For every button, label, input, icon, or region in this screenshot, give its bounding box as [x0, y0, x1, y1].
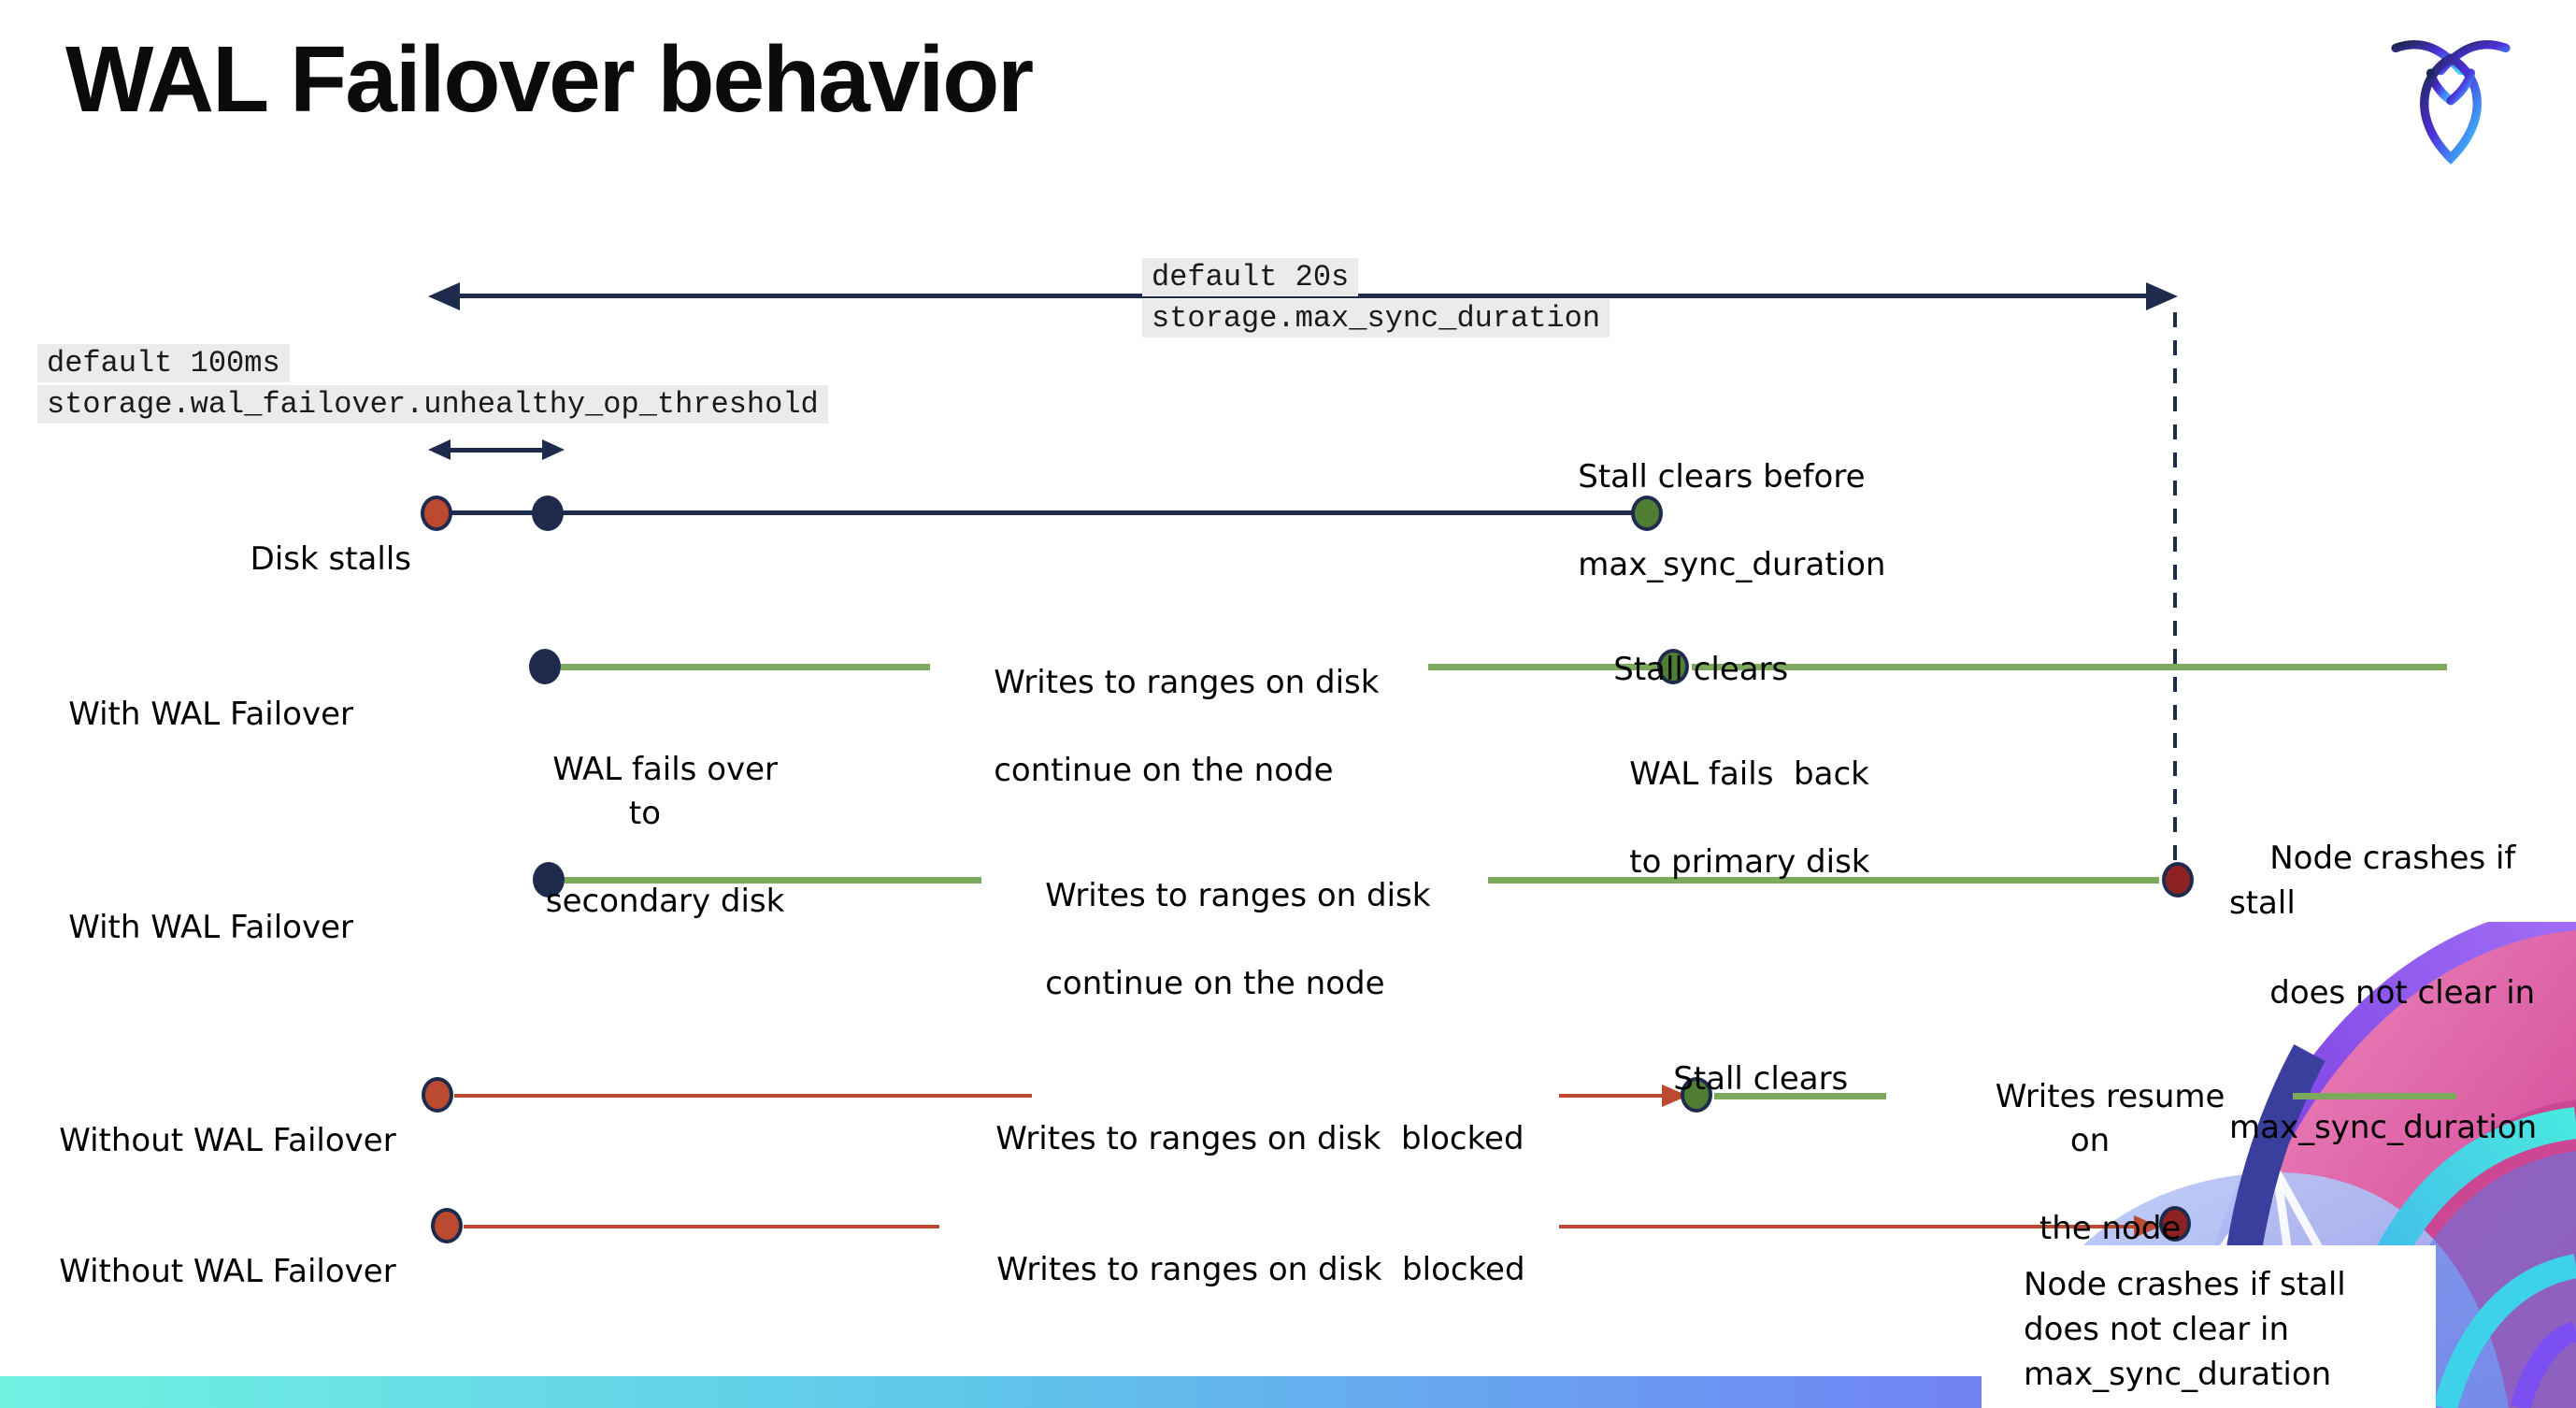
annotation-writes-continue-1: Writes to ranges on disk continue on the…: [953, 617, 1379, 837]
writes-continue-line-4: [565, 877, 981, 884]
label-line: the node: [2039, 1210, 2182, 1247]
annotation-stall-clears-3: Stall clears: [1633, 1013, 1848, 1145]
cockroach-logo-icon: [2391, 40, 2511, 165]
label-line: Writes resume on: [1995, 1078, 2236, 1159]
writes-continue-line-2: [1428, 664, 1657, 670]
arrow-left-head-icon: [428, 282, 460, 310]
writes-blocked-line-4: [1559, 1225, 2136, 1228]
annotation-stall-clears-2: Stall clears: [1573, 604, 1788, 736]
label-line: With WAL Failover: [68, 696, 353, 733]
unhealthy-op-arrow-line: [443, 448, 548, 453]
annotation-wal-fails-over: WAL fails over to secondary disk: [505, 704, 785, 968]
label-line: Writes to ranges on disk: [1045, 877, 1431, 914]
label-line: max_sync_duration: [1578, 546, 1886, 583]
label-line: Writes to ranges on disk: [994, 664, 1380, 701]
label-line: Writes to ranges on disk blocked: [996, 1251, 1525, 1288]
label-line: Without WAL Failover: [59, 1122, 396, 1159]
node-crash-dot-2: [2159, 1206, 2191, 1242]
node-crash-dot: [2162, 862, 2194, 898]
row-label-without-wal-failover-2: Without WAL Failover: [19, 1206, 396, 1338]
label-line: Writes to ranges on disk blocked: [995, 1120, 1524, 1157]
row-label-with-wal-failover-1: With WAL Failover: [28, 649, 353, 781]
label-line: secondary disk: [545, 883, 785, 920]
label-line: continue on the node: [1045, 965, 1385, 1002]
arrow-right-head-icon: [2146, 282, 2178, 310]
small-arrow-left-head-icon: [428, 439, 451, 460]
row-label-with-wal-failover-2: With WAL Failover: [28, 862, 353, 994]
writes-blocked-line-2: [1559, 1094, 1667, 1098]
failover-dot: [529, 649, 561, 684]
stall-start-dot-2: [422, 1077, 453, 1113]
label-line: to primary disk: [1629, 843, 1870, 881]
threshold-dot: [532, 496, 564, 531]
stall-start-dot-3: [431, 1208, 463, 1243]
max-sync-setting-label: storage.max_sync_duration: [1142, 299, 1610, 338]
disk-stall-timeline: [436, 510, 1647, 515]
label-line: Stall clears: [1673, 1060, 1849, 1098]
max-sync-deadline-dashed-line: [2173, 312, 2177, 864]
label-line: does not clear in: [2024, 1311, 2289, 1348]
annotation-node-crashes-2: Node crashes if stall does not clear in …: [2024, 1262, 2436, 1397]
label-line: Without WAL Failover: [59, 1253, 396, 1290]
label-line: continue on the node: [994, 752, 1334, 789]
label-line: max_sync_duration: [2229, 1109, 2538, 1146]
writes-continue-line-3: [1692, 664, 2447, 670]
annotation-writes-resume: Writes resume on the node: [1950, 1031, 2230, 1295]
max-sync-default-label: default 20s: [1142, 258, 1359, 296]
label-line: Stall clears: [1613, 651, 1789, 688]
label-line: Stall clears before: [1578, 458, 1866, 496]
label-line: WAL fails back: [1629, 755, 1869, 793]
writes-continue-line-1: [561, 664, 930, 670]
stall-clear-dot-3: [1681, 1077, 1712, 1113]
unhealthy-op-default-label: default 100ms: [37, 344, 290, 382]
writes-resume-line-2: [2293, 1093, 2456, 1099]
label-line: WAL fails over to: [552, 751, 788, 832]
label-line: With WAL Failover: [68, 909, 353, 946]
stall-start-dot: [421, 496, 452, 531]
annotation-writes-blocked-2: Writes to ranges on disk blocked: [956, 1204, 1525, 1336]
label-line: max_sync_duration: [2024, 1356, 2332, 1393]
unhealthy-op-setting-label: storage.wal_failover.unhealthy_op_thresh…: [37, 385, 828, 424]
row-label-disk-stalls: Disk stalls: [131, 494, 411, 625]
small-arrow-right-head-icon: [542, 439, 565, 460]
failover-dot-2: [533, 862, 565, 898]
node-crash-callout-box: Node crashes if stall does not clear in …: [1982, 1245, 2436, 1408]
annotation-writes-blocked-1: Writes to ranges on disk blocked: [955, 1073, 1524, 1205]
annotation-writes-continue-2: Writes to ranges on disk continue on the…: [1005, 830, 1430, 1050]
stall-clear-dot: [1631, 496, 1663, 531]
writes-resume-line-1: [1714, 1093, 1886, 1099]
label-line: Disk stalls: [250, 540, 411, 578]
page-title: WAL Failover behavior: [65, 27, 1034, 132]
label-line: Node crashes if stall: [2024, 1266, 2346, 1303]
writes-blocked-line-3: [464, 1225, 939, 1228]
annotation-node-crashes-1: Node crashes if stall does not clear in …: [2229, 791, 2576, 1195]
stall-clear-dot-2: [1657, 649, 1689, 684]
writes-blocked-line-1: [454, 1094, 1032, 1098]
annotation-wal-fails-back: WAL fails back to primary disk: [1589, 709, 1869, 928]
writes-continue-line-5: [1488, 877, 2159, 884]
label-line: Node crashes if stall: [2229, 840, 2526, 922]
red-arrow-head-icon-2: [2134, 1215, 2160, 1238]
row-label-without-wal-failover-1: Without WAL Failover: [19, 1075, 396, 1207]
annotation-stall-clears-before: Stall clears before max_sync_duration: [1538, 411, 1885, 631]
label-line: does not clear in: [2269, 974, 2536, 1012]
